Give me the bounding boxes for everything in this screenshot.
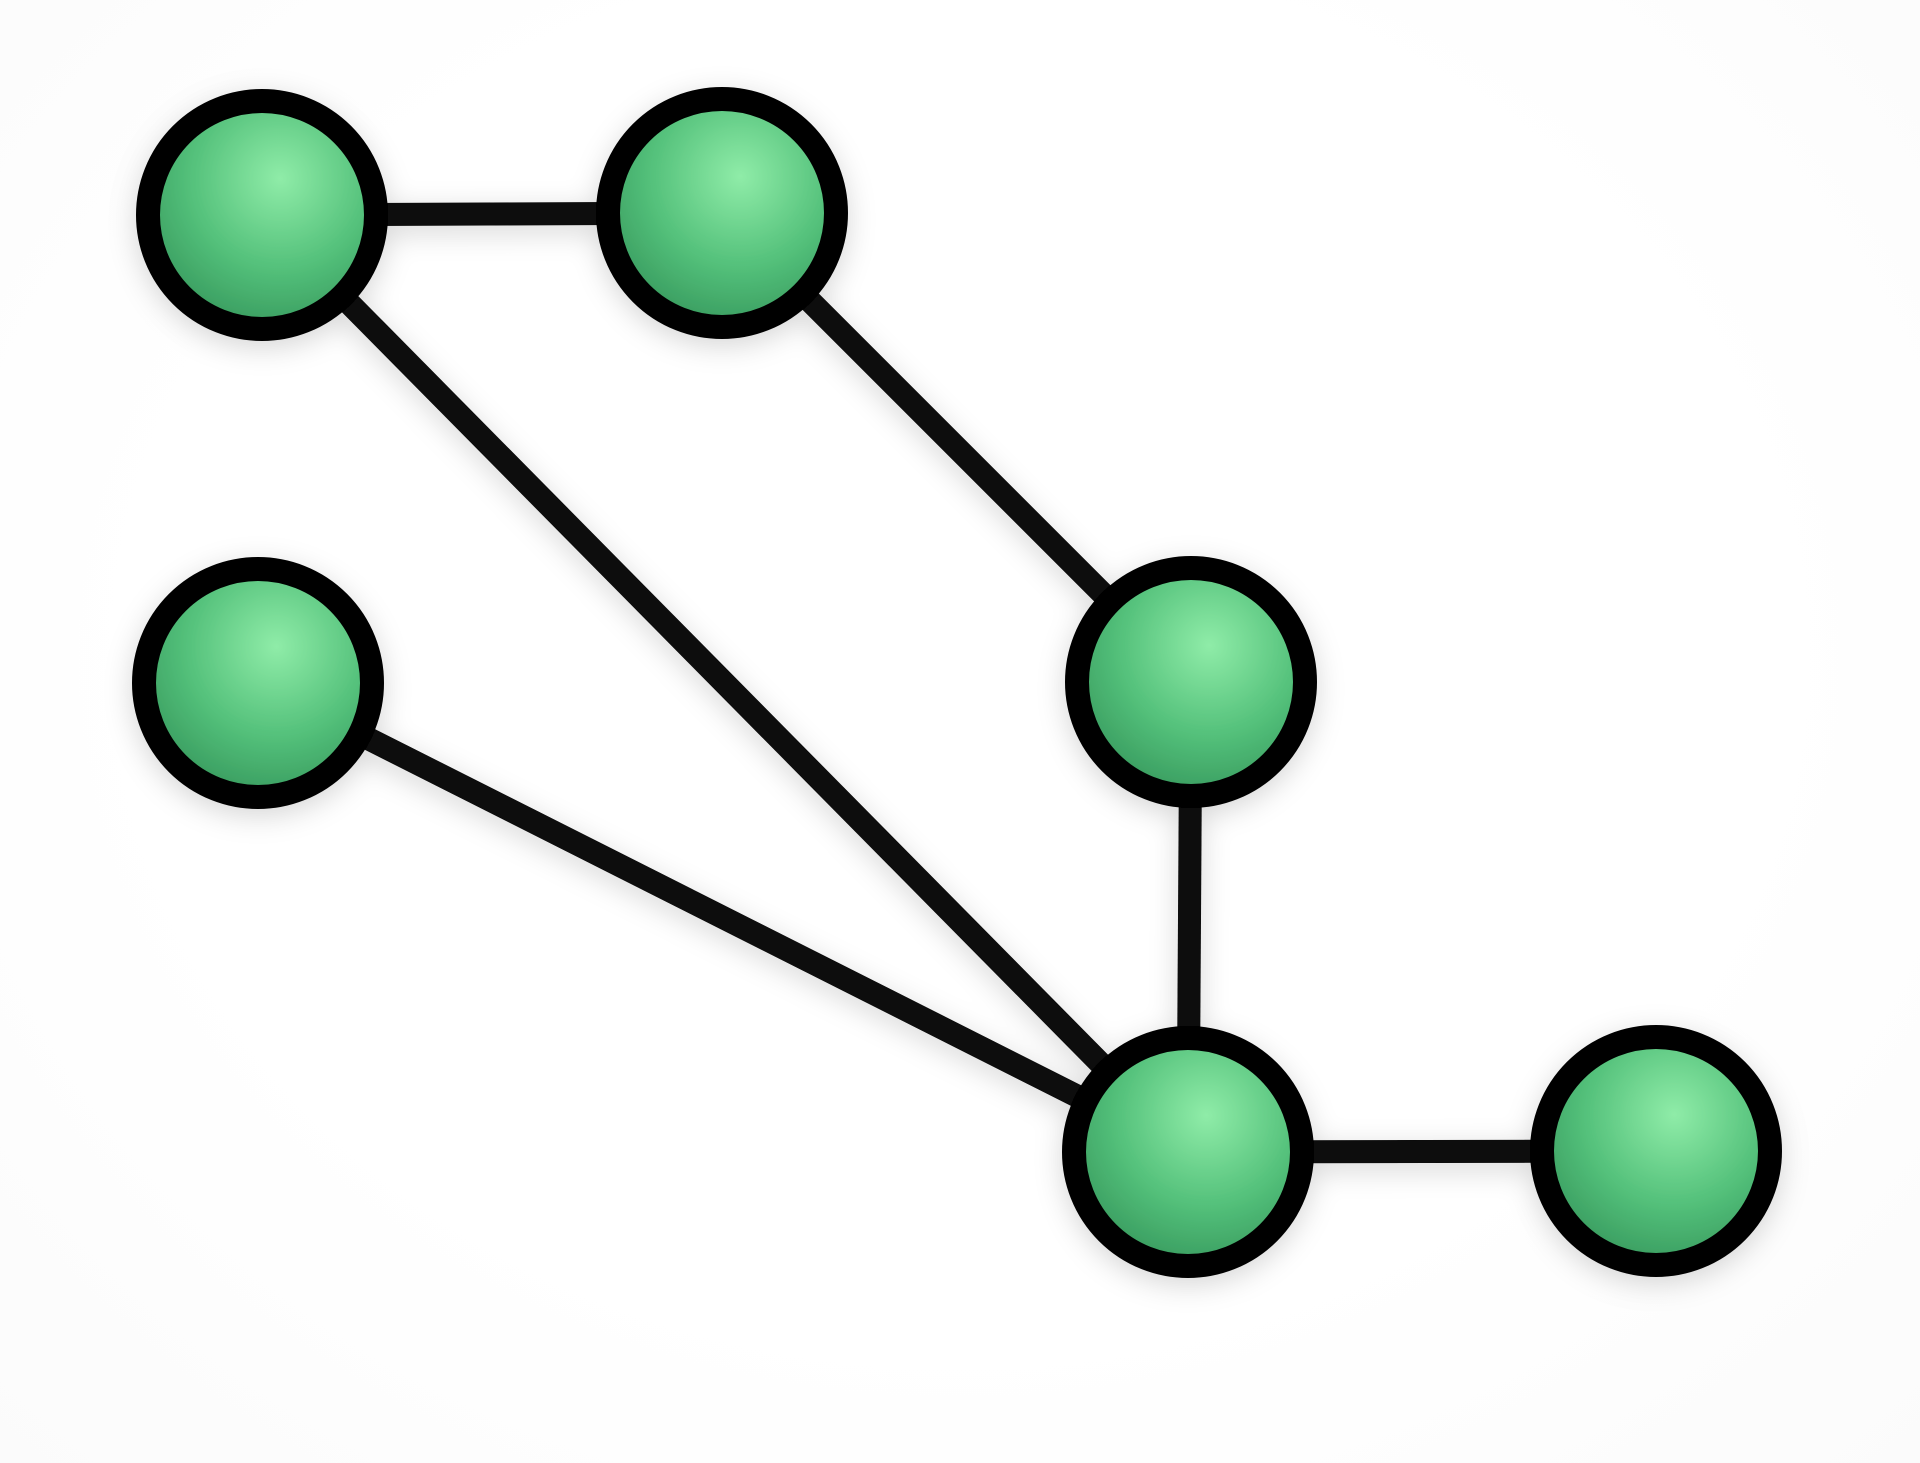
edge-n1-n5 <box>253 206 1197 1161</box>
edge-n3-n5 <box>252 672 1194 1163</box>
node-n1 <box>136 89 388 341</box>
node-n3 <box>132 557 384 809</box>
node-n5 <box>1062 1026 1314 1278</box>
node-n6 <box>1530 1025 1782 1277</box>
nodes-layer <box>132 87 1782 1278</box>
edges-layer <box>252 201 1657 1164</box>
graph-root <box>132 87 1782 1278</box>
node-n2 <box>596 87 848 339</box>
node-n4 <box>1065 556 1317 808</box>
